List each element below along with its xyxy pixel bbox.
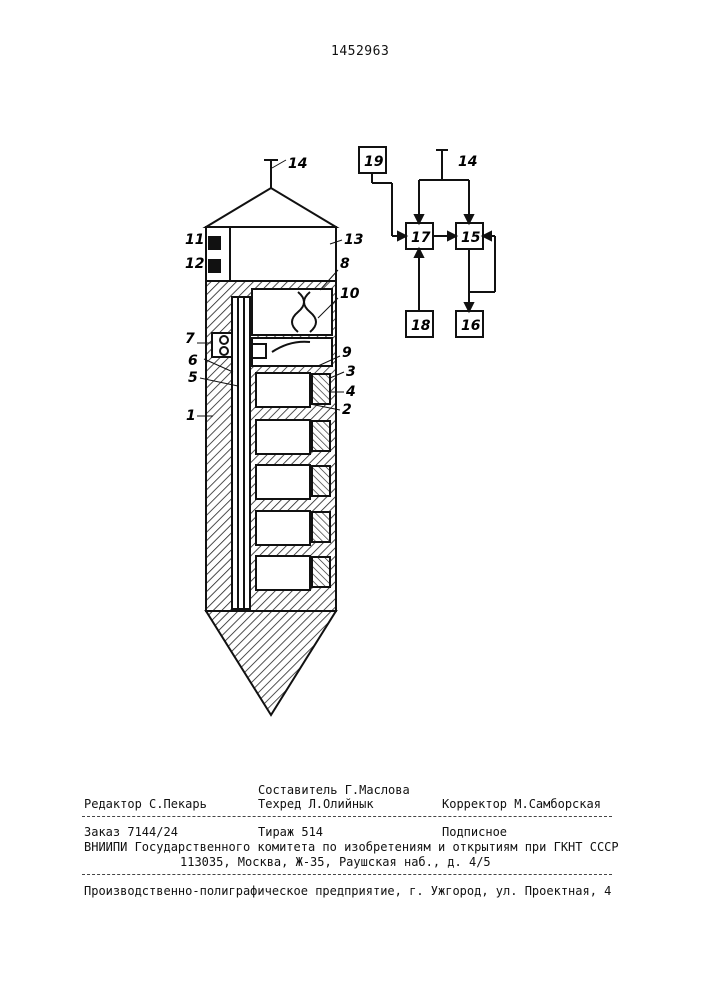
block-19: 19 xyxy=(364,154,384,170)
label-1: 1 xyxy=(186,408,196,424)
label-14: 14 xyxy=(288,156,307,172)
block-17: 17 xyxy=(411,230,431,246)
probe-figure xyxy=(197,160,344,715)
compiler: Составитель Г.Маслова xyxy=(258,783,410,797)
divider-2 xyxy=(82,874,612,875)
corrector: Корректор М.Самборская xyxy=(442,797,601,811)
label-5: 5 xyxy=(188,370,198,386)
label-3: 3 xyxy=(346,364,356,380)
divider-1 xyxy=(82,816,612,817)
label-10: 10 xyxy=(340,286,360,302)
subscription: Подписное xyxy=(442,825,507,839)
label-4: 4 xyxy=(345,384,356,400)
order: Заказ 7144/24 xyxy=(84,825,178,839)
address: 113035, Москва, Ж-35, Раушская наб., д. … xyxy=(180,855,491,869)
print-run: Тираж 514 xyxy=(258,825,323,839)
label-6: 6 xyxy=(188,353,198,369)
label-9: 9 xyxy=(342,345,352,361)
label-13: 13 xyxy=(344,232,363,248)
label-8: 8 xyxy=(340,256,350,272)
block-16: 16 xyxy=(461,318,481,334)
institute: ВНИИПИ Государственного комитета по изоб… xyxy=(84,840,619,854)
label-12: 12 xyxy=(185,256,204,272)
techred: Техред Л.Олийнык xyxy=(258,797,374,811)
printer: Производственно-полиграфическое предприя… xyxy=(84,884,611,898)
label-11: 11 xyxy=(185,232,204,248)
block-18: 18 xyxy=(411,318,431,334)
label-7: 7 xyxy=(185,331,195,347)
label-2: 2 xyxy=(342,402,352,418)
editor: Редактор С.Пекарь xyxy=(84,797,207,811)
block-antenna-label: 14 xyxy=(458,154,477,170)
block-15: 15 xyxy=(461,230,481,246)
